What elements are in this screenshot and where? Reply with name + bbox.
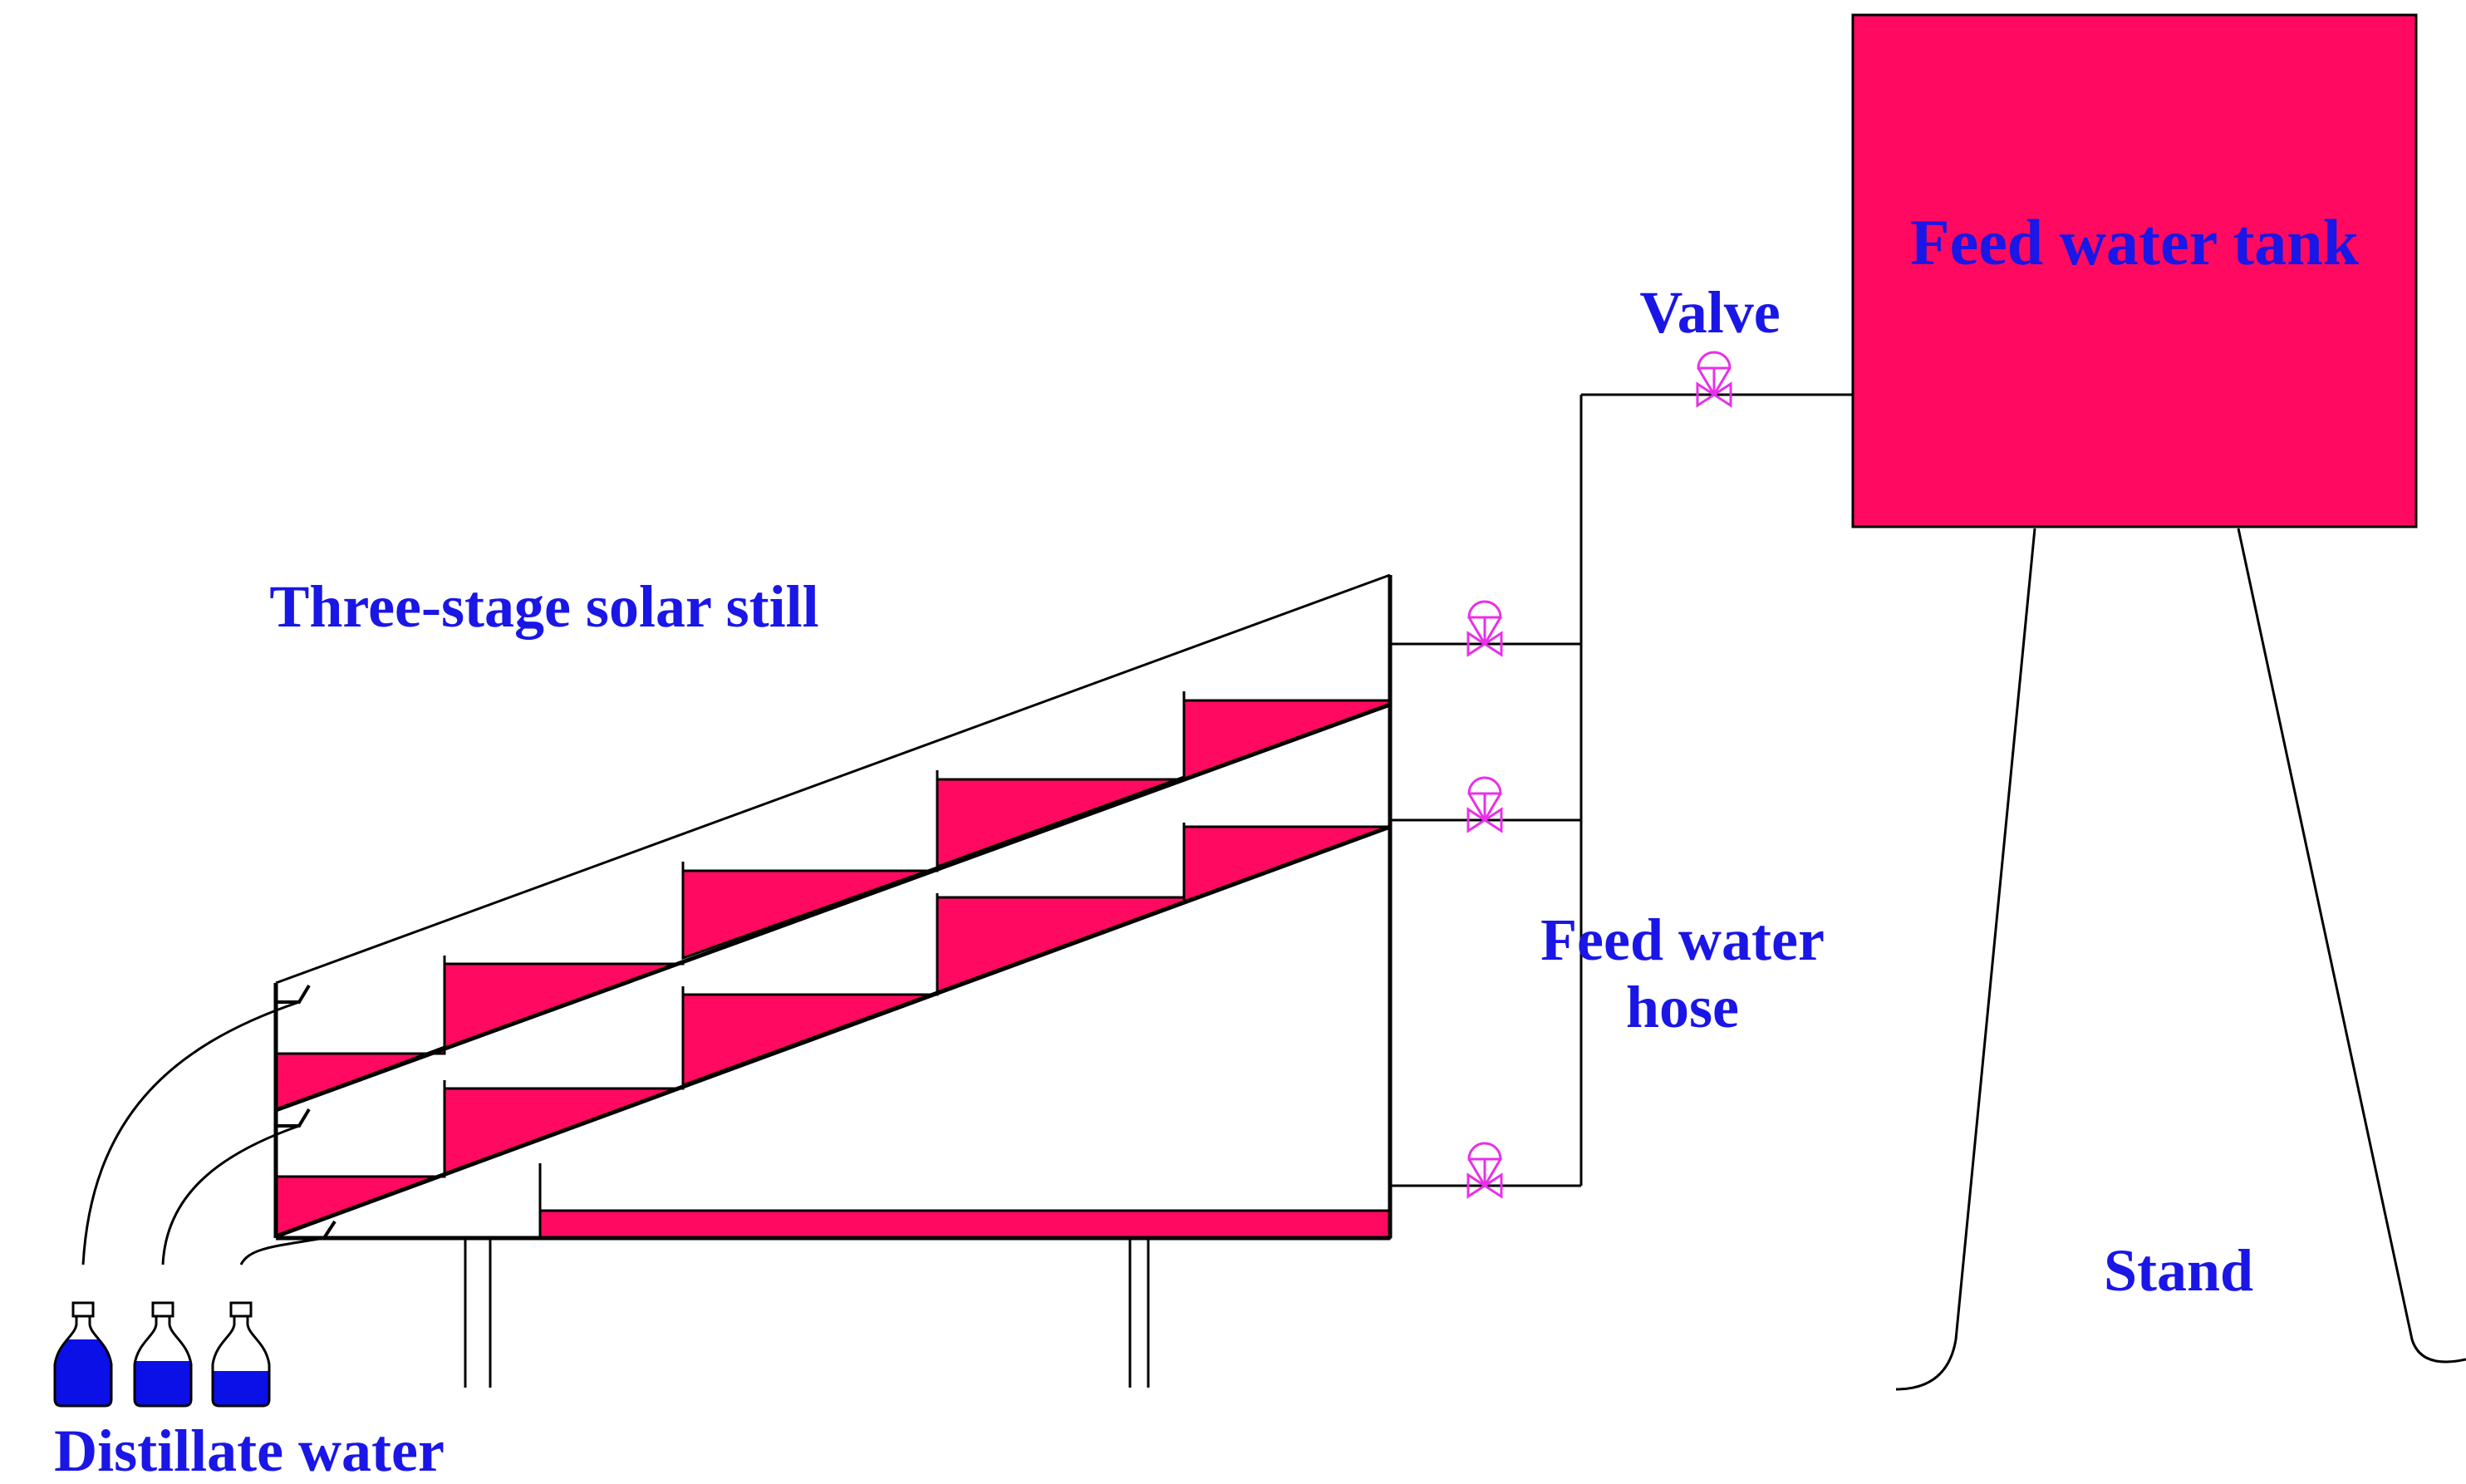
bottle-icon [211,1301,271,1408]
bottle-icon [133,1301,193,1408]
main-valve-icon[interactable] [1696,351,1732,407]
bottle-icon [53,1301,113,1408]
tank-label: Feed water tank [1910,206,2360,278]
still-label: Three-stage solar still [269,573,818,640]
still-legs [464,1240,1150,1388]
hose-label-line1: Feed water [1540,907,1825,973]
feed-water-tank [1851,13,2418,528]
feed-water-hose [1390,393,1853,1187]
valve-label: Valve [1639,279,1780,346]
stage1-valve-icon[interactable] [1466,600,1503,656]
distillate-label: Distillate water [54,1418,445,1484]
stage2-valve-icon[interactable] [1466,776,1503,833]
distillate-tubes [81,1000,325,1265]
stage3-valve-icon[interactable] [1466,1142,1503,1198]
stage3-basin [538,1209,1392,1240]
hose-label-line2: hose [1626,974,1739,1040]
still-frame [273,573,1393,1241]
stand [1895,528,2466,1391]
stand-label: Stand [2104,1237,2253,1304]
